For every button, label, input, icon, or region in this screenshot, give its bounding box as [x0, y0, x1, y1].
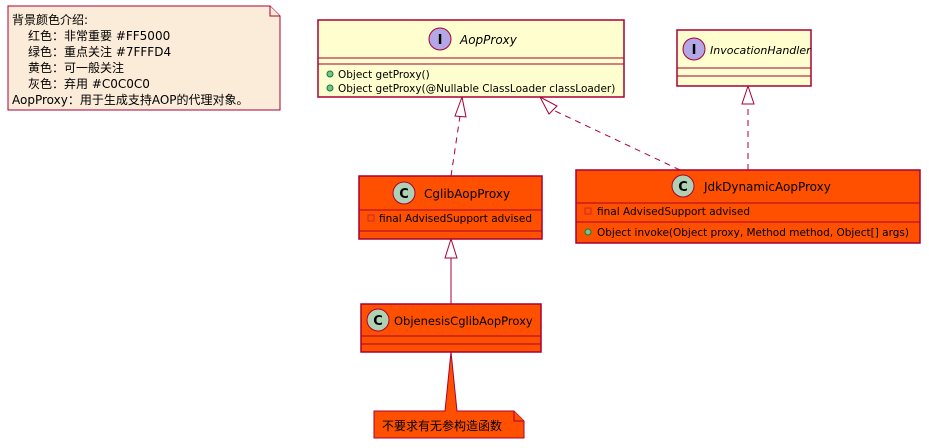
- class-jdkdynamicaopproxy-title: JdkDynamicAopProxy: [703, 180, 831, 194]
- legend-line-gray: 灰色：弃用 #C0C0C0: [28, 76, 150, 91]
- class-badge-letter: C: [399, 187, 409, 202]
- relations: [444, 84, 755, 304]
- class-cglibaopproxy: C CglibAopProxy final AdvisedSupport adv…: [358, 175, 543, 240]
- class-jdkdynamicaopproxy-field: final AdvisedSupport advised: [597, 206, 750, 218]
- class-icon: [392, 181, 416, 205]
- legend-note-body: [7, 5, 281, 111]
- extends-arrowhead-objenesis: [444, 237, 458, 259]
- class-aopproxy: I AopProxy Object getProxy() Object getP…: [317, 19, 625, 98]
- legend-line-green: 绿色：重点关注 #7FFFD4: [28, 44, 171, 59]
- class-icon: [366, 308, 390, 332]
- interface-icon: [428, 27, 452, 51]
- legend-line-red: 红色：非常重要 #FF5000: [28, 28, 170, 43]
- class-jdkdynamicaopproxy-box: [575, 169, 921, 244]
- legend-line-heading: 背景颜色介绍:: [12, 12, 88, 27]
- class-aopproxy-method: Object getProxy(): [338, 69, 430, 81]
- class-badge-letter: C: [373, 314, 383, 329]
- legend-line-aopproxy: AopProxy：用于生成支持AOP的代理对象。: [12, 92, 249, 107]
- class-cglibaopproxy-field: final AdvisedSupport advised: [379, 213, 532, 225]
- realization-arrowhead-jdk-aop: [538, 95, 558, 115]
- class-jdkdynamicaopproxy-method: Object invoke(Object proxy, Method metho…: [597, 227, 909, 239]
- realization-jdk-to-aopproxy: [552, 109, 681, 171]
- class-cglibaopproxy-box: [358, 175, 543, 240]
- interface-badge-letter: I: [438, 33, 443, 48]
- legend-note-fold: [269, 6, 280, 17]
- realization-arrowhead-jdk-ih: [741, 84, 755, 105]
- class-invocationhandler: I InvocationHandler: [676, 29, 812, 87]
- legend-note: 背景颜色介绍: 红色：非常重要 #FF5000 绿色：重点关注 #7FFFD4 …: [7, 5, 281, 111]
- private-field-icon: [367, 214, 375, 222]
- bottom-note-fold: [513, 411, 524, 422]
- class-objenesiscglibaopproxy: C ObjenesisCglibAopProxy: [360, 303, 542, 353]
- class-cglibaopproxy-title: CglibAopProxy: [424, 187, 510, 201]
- private-field-icon: [584, 207, 592, 215]
- bottom-note: 不要求有无参构造函数: [373, 351, 525, 439]
- public-method-icon: [326, 70, 334, 78]
- bottom-note-text: 不要求有无参构造函数: [382, 418, 502, 433]
- class-badge-letter: C: [678, 180, 688, 195]
- legend-line-yellow: 黄色：可一般关注: [28, 60, 124, 75]
- class-aopproxy-title: AopProxy: [459, 33, 518, 47]
- class-jdkdynamicaopproxy: C JdkDynamicAopProxy final AdvisedSuppor…: [575, 169, 921, 244]
- class-icon: [671, 174, 695, 198]
- class-objenesiscglibaopproxy-title: ObjenesisCglibAopProxy: [394, 314, 533, 328]
- public-method-icon: [326, 84, 334, 92]
- public-method-icon: [584, 228, 592, 236]
- realization-arrowhead-cglib: [454, 95, 467, 118]
- class-aopproxy-method: Object getProxy(@Nullable ClassLoader cl…: [338, 83, 615, 95]
- class-invocationhandler-title: InvocationHandler: [710, 44, 812, 57]
- class-objenesiscglibaopproxy-box: [360, 303, 542, 353]
- interface-icon: [682, 37, 706, 61]
- realization-cglib-to-aopproxy: [450, 115, 461, 177]
- interface-badge-letter: I: [692, 43, 697, 58]
